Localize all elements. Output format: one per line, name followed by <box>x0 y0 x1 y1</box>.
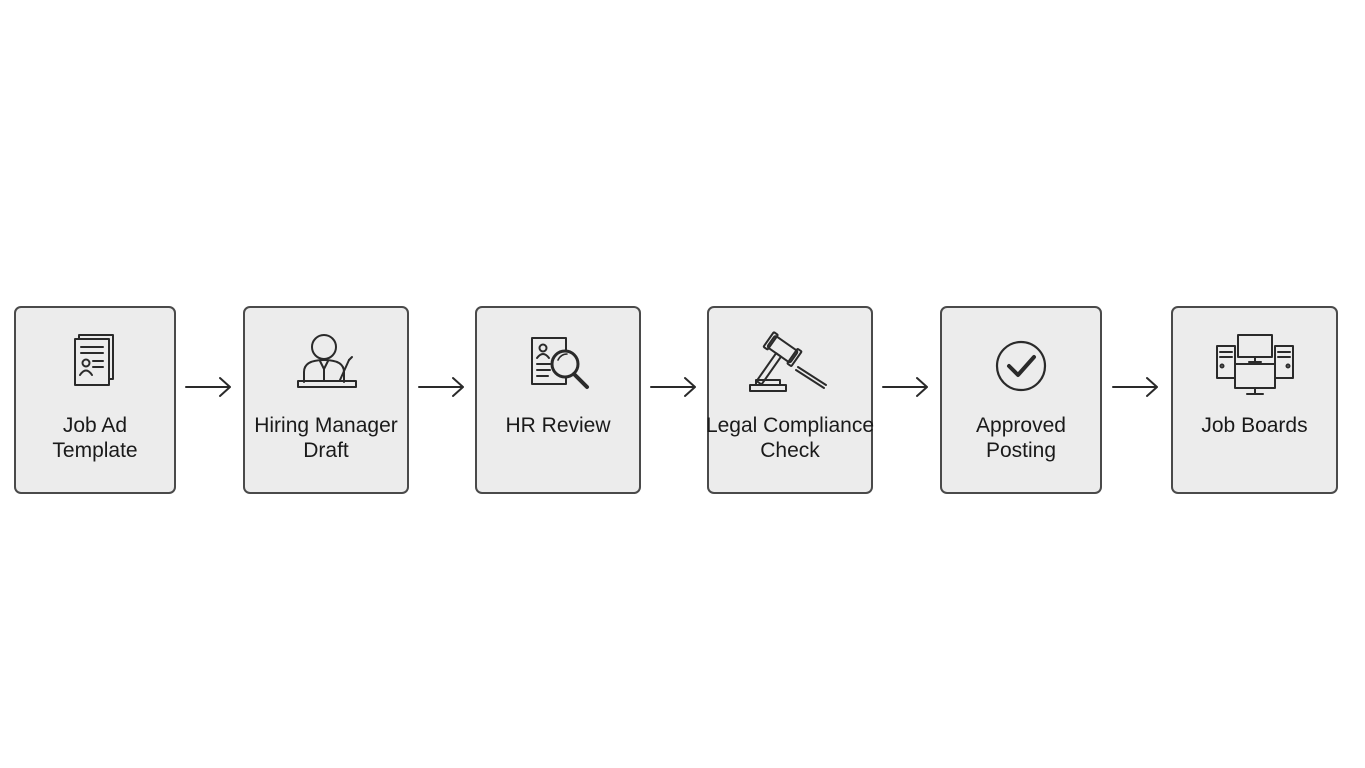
step-approved-posting: Approved Posting <box>940 306 1102 494</box>
arrow-right-icon <box>1111 376 1159 398</box>
step-hiring-manager-draft: Hiring Manager Draft <box>243 306 409 494</box>
step-label-line1: Legal Compliance <box>705 414 875 437</box>
step-legal-compliance-check: Legal Compliance Check <box>706 306 874 494</box>
step-label: Hiring Manager Draft <box>235 413 417 463</box>
arrow-right-icon <box>649 376 697 398</box>
step-label: Job Boards <box>1163 413 1346 438</box>
document-search-icon <box>508 330 608 400</box>
step-label-line2: Check <box>760 439 820 462</box>
step-label: Legal Compliance Check <box>699 413 881 463</box>
step-job-ad-template: Job Ad Template <box>14 306 176 494</box>
step-label-line1: Hiring Manager <box>254 414 398 437</box>
step-label-line2: Draft <box>303 439 349 462</box>
step-label-line1: Job Ad <box>62 414 128 437</box>
step-hr-review: HR Review <box>475 306 641 494</box>
computer-network-icon <box>1205 330 1305 400</box>
arrow-right-icon <box>881 376 929 398</box>
step-job-boards: Job Boards <box>1171 306 1338 494</box>
step-label-line2: Template <box>52 439 138 462</box>
checkmark-circle-icon <box>971 330 1071 400</box>
arrow-right-icon <box>417 376 465 398</box>
step-label-line1: Job Boards <box>1201 414 1308 437</box>
step-label-line2: Posting <box>985 439 1057 462</box>
gavel-icon <box>740 330 840 400</box>
step-label-line1: Approved <box>976 414 1066 437</box>
arrow-right-icon <box>184 376 232 398</box>
step-label: HR Review <box>467 413 649 438</box>
document-icon <box>45 330 145 400</box>
step-label: Approved Posting <box>932 413 1110 463</box>
step-label-line1: HR Review <box>505 414 611 437</box>
manager-writing-icon <box>276 330 376 400</box>
step-label: Job Ad Template <box>6 413 184 463</box>
